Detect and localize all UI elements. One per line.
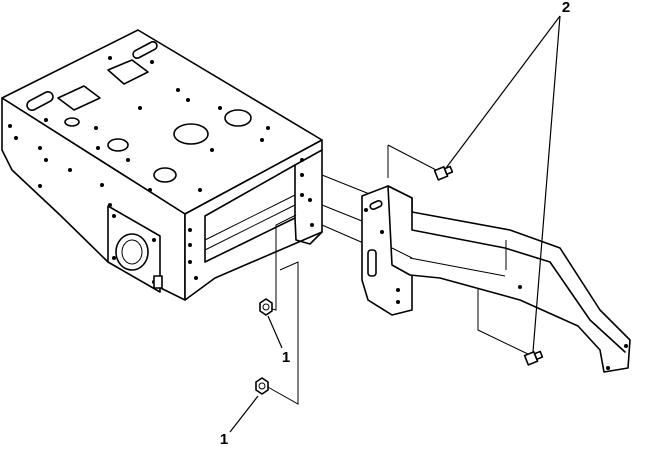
explode-lines — [265, 144, 531, 405]
slot-top-left — [26, 90, 54, 112]
mounting-bracket — [361, 185, 631, 373]
callout-leaders — [229, 15, 561, 433]
round-hole-left — [64, 117, 80, 127]
round-hole-large — [173, 123, 209, 145]
chassis-frame — [1, 29, 323, 301]
bracket-arm — [387, 185, 631, 373]
bolt-upper — [433, 165, 454, 181]
motor-mount-hole — [115, 233, 149, 271]
slot-top-rear — [132, 40, 158, 60]
bolt-lower — [523, 350, 544, 366]
square-hole-1 — [107, 59, 149, 85]
fasteners — [255, 165, 544, 395]
round-hole-front — [153, 167, 177, 183]
callout-label-2: 2 — [562, 0, 570, 16]
square-hole-2 — [57, 85, 101, 111]
callout-label-1-upper: 1 — [282, 349, 290, 366]
nut-lower — [255, 377, 269, 395]
round-hole-mid — [107, 138, 129, 152]
nut-upper — [259, 298, 273, 316]
callout-label-1-lower: 1 — [220, 431, 228, 448]
round-hole-right — [224, 109, 252, 127]
